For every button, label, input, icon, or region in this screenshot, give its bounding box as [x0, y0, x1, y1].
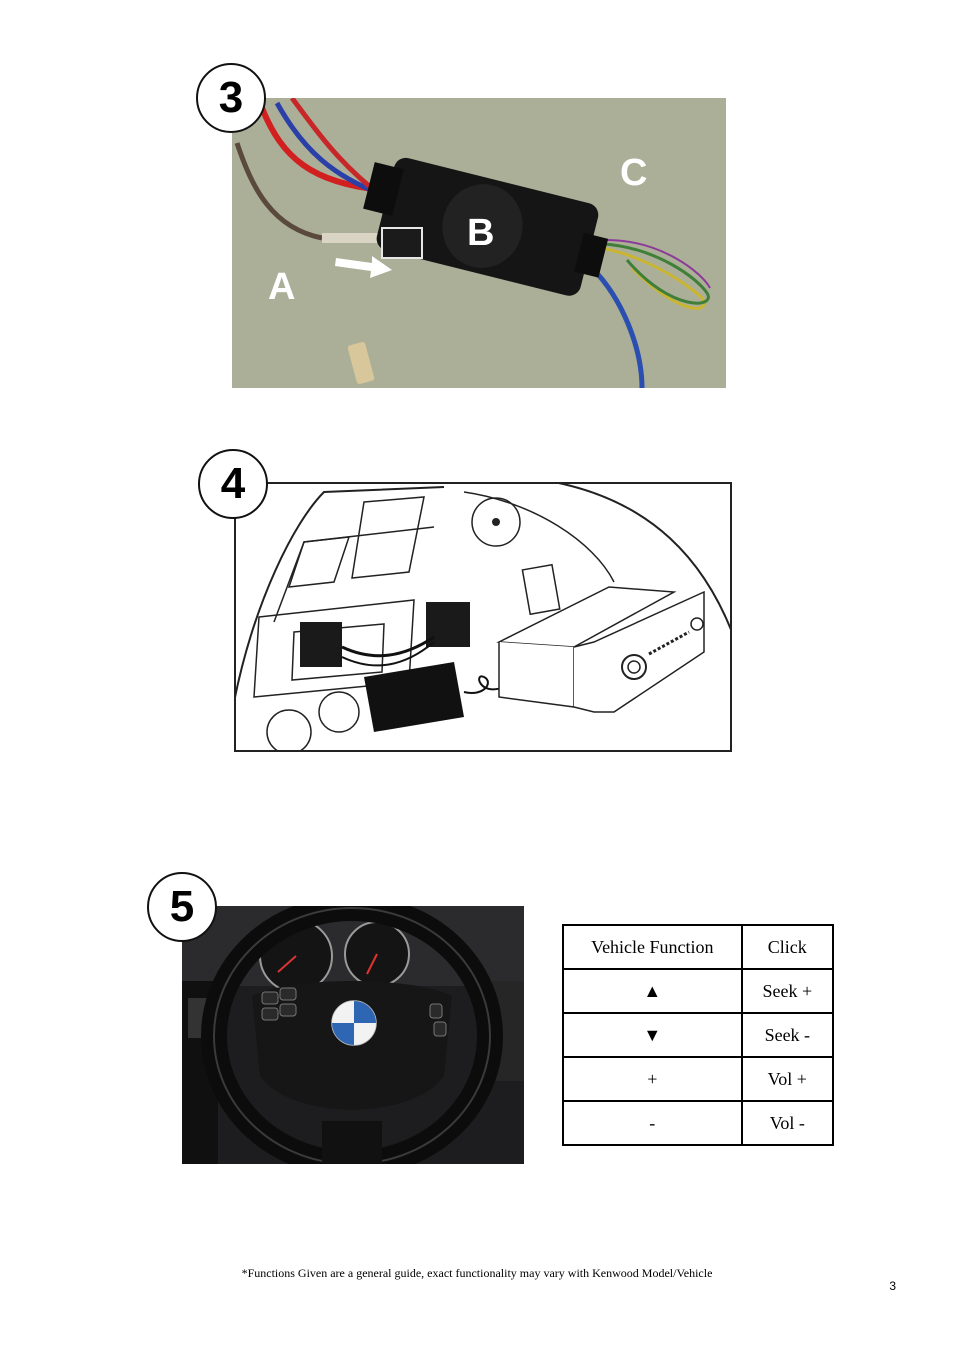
table-row: ▼ Seek - [562, 1012, 835, 1058]
click-cell: Seek - [740, 1012, 835, 1058]
dashboard-line-drawing [234, 482, 732, 752]
function-cell: - [562, 1100, 743, 1146]
step-5-photo [182, 906, 524, 1164]
step-4-drawing [234, 482, 732, 752]
step-4-badge: 4 [198, 449, 268, 519]
click-cell: Seek + [740, 968, 835, 1014]
step-3-badge: 3 [196, 63, 266, 133]
step-4-number: 4 [220, 459, 246, 508]
label-a: A [268, 266, 296, 308]
label-b: B [467, 212, 495, 254]
function-cell: ▲ [562, 968, 743, 1014]
page-number: 3 [889, 1279, 896, 1293]
table-row: + Vol + [562, 1056, 835, 1102]
click-cell: Vol + [740, 1056, 835, 1102]
function-cell: + [562, 1056, 743, 1102]
steering-wheel-photo [182, 906, 524, 1164]
step-3-photo: A B C [232, 98, 726, 388]
interface-box-photo [232, 98, 726, 388]
header-click: Click [740, 924, 835, 970]
click-cell: Vol - [740, 1100, 835, 1146]
vehicle-function-table: Vehicle Function Click ▲ Seek + ▼ Seek -… [562, 924, 835, 1146]
table-header-row: Vehicle Function Click [562, 924, 835, 970]
table-row: ▲ Seek + [562, 968, 835, 1014]
label-c: C [620, 152, 648, 194]
step-5-number: 5 [169, 882, 195, 931]
step-5-badge: 5 [147, 872, 217, 942]
step-3-number: 3 [218, 73, 244, 122]
function-cell: ▼ [562, 1012, 743, 1058]
footnote: *Functions Given are a general guide, ex… [241, 1266, 713, 1280]
table-row: - Vol - [562, 1100, 835, 1146]
header-vehicle-function: Vehicle Function [562, 924, 743, 970]
